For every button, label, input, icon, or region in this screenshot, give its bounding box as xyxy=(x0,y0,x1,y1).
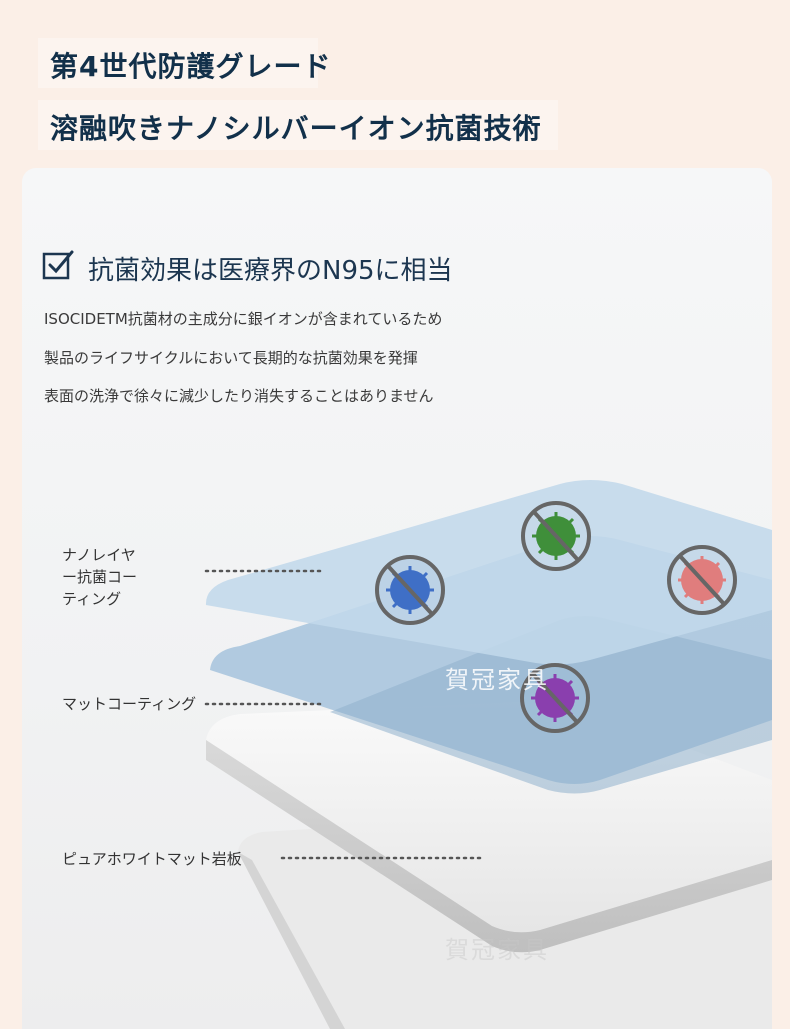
virus-green-icon xyxy=(521,501,591,571)
feature-desc-2: 製品のライフサイクルにおいて長期的な抗菌効果を発揮 xyxy=(44,349,418,367)
headline-1-box: 第4世代防護グレード xyxy=(38,38,330,88)
checkbox-icon xyxy=(42,250,74,280)
feature-desc-3: 表面の洗浄で徐々に減少したり消失することはありません xyxy=(44,387,434,405)
label-nano-layer: ナノレイヤ ー抗菌コー ティング xyxy=(62,546,138,608)
label-pure-white-board: ピュアホワイトマット岩板 xyxy=(62,850,242,868)
label-matte-coating: マットコーティング xyxy=(62,695,197,713)
watermark: 賀冠家具 xyxy=(445,666,549,694)
feature-title: 抗菌効果は医療界のN95に相当 xyxy=(88,256,453,286)
watermark-2: 賀冠家具 xyxy=(445,936,549,964)
headline-2: 溶融吹きナノシルバーイオン抗菌技術 xyxy=(50,112,542,145)
virus-purple-icon xyxy=(520,663,590,733)
nano-layer xyxy=(205,480,773,665)
headline-2-box: 溶融吹きナノシルバーイオン抗菌技術 xyxy=(38,100,558,150)
virus-blue-icon xyxy=(375,555,445,625)
headline-1: 第4世代防護グレード xyxy=(50,50,332,83)
virus-red-icon xyxy=(667,545,737,615)
feature-desc-1: ISOCIDETM抗菌材の主成分に銀イオンが含まれているため xyxy=(44,310,443,328)
